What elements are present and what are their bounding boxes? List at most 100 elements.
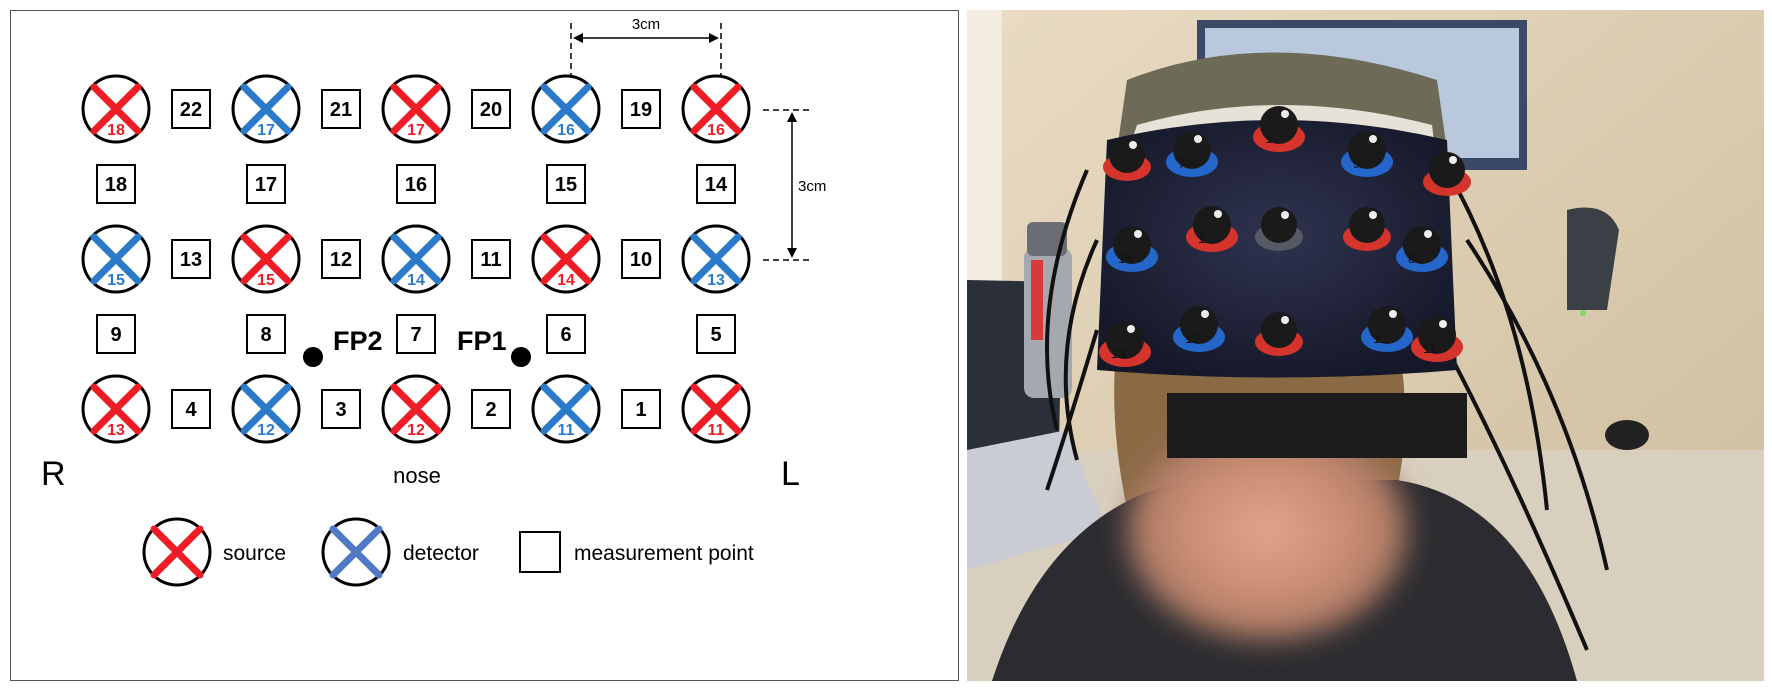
optode (1255, 207, 1303, 251)
dimension-horizontal-label: 3cm (632, 16, 660, 33)
detector-number: 17 (257, 122, 275, 139)
optode: 7 (1166, 131, 1218, 177)
legend: source detector measurement point (142, 517, 754, 587)
nose-label: nose (393, 463, 441, 488)
measurement-point: 7 (396, 314, 436, 354)
optode-label: 12 (1185, 331, 1199, 346)
optode-label: 1 (1373, 331, 1380, 346)
speaker (1567, 207, 1619, 310)
measurement-point-number: 20 (480, 99, 502, 121)
measurement-point-number: 19 (630, 99, 652, 121)
measurement-point: 2 (471, 389, 511, 429)
measurement-point-number: 13 (180, 249, 202, 271)
detector-probe: 12 (231, 374, 301, 444)
eye-censor-bar (1167, 393, 1467, 458)
optode-label: 1 (1198, 231, 1205, 246)
detector-probe: 16 (531, 74, 601, 144)
detector-number: 13 (707, 272, 725, 289)
detector-number: 14 (407, 272, 425, 289)
right-side-label: R (41, 455, 66, 493)
source-number: 12 (407, 422, 425, 439)
laptop-base (967, 430, 1107, 570)
optode (1103, 137, 1151, 181)
detector-probe: 13 (681, 224, 751, 294)
measurement-point-number: 17 (255, 174, 277, 196)
measurement-point: 16 (396, 164, 436, 204)
measurement-point-number: 21 (330, 99, 352, 121)
optode (1423, 152, 1471, 196)
fp2-label: FP2 (333, 326, 383, 356)
dimension-vertical: 3cm (763, 109, 826, 261)
measurement-point: 10 (621, 239, 661, 279)
measurement-point-number: 5 (710, 324, 721, 346)
measurement-point: 18 (96, 164, 136, 204)
source-probe: 11 (681, 374, 751, 444)
optode-label: 11 (1423, 341, 1437, 356)
source-probe: 13 (81, 374, 151, 444)
source-number: 14 (557, 272, 575, 289)
measurement-point-number: 8 (260, 324, 271, 346)
measurement-point-number: 1 (635, 399, 646, 421)
detector-probe: 14 (381, 224, 451, 294)
measurement-point: 3 (321, 389, 361, 429)
optode-label: 7 (1178, 156, 1185, 171)
measurement-point-number: 11 (480, 249, 501, 271)
source-probe: 12 (381, 374, 451, 444)
optode: 13 (1099, 321, 1151, 367)
detector-number: 12 (257, 422, 275, 439)
detector-probe: 15 (81, 224, 151, 294)
measurement-point: 19 (621, 89, 661, 129)
fp1-label: FP1 (457, 326, 507, 356)
legend-source-stroke (150, 525, 204, 579)
source-number: 13 (107, 422, 125, 439)
dimension-horizontal: 3cm (570, 16, 722, 81)
measurement-point-number: 10 (630, 249, 652, 271)
optode-label: 1 (1265, 131, 1272, 146)
optode-label: 8 (1408, 251, 1415, 266)
legend-detector-stroke (329, 525, 383, 579)
dimension-vertical-label: 3cm (798, 178, 826, 195)
measurement-point: 8 (246, 314, 286, 354)
detector-number: 15 (107, 272, 125, 289)
source-number: 16 (707, 122, 725, 139)
legend-measurement-symbol (519, 531, 561, 573)
legend-source-label: source (223, 542, 286, 565)
measurement-point-number: 15 (555, 174, 577, 196)
source-number: 11 (708, 422, 725, 439)
measurement-point-number: 3 (335, 399, 346, 421)
measurement-point-number: 16 (405, 174, 427, 196)
measurement-point-number: 12 (330, 249, 352, 271)
measurement-point: 5 (696, 314, 736, 354)
source-probe: 14 (531, 224, 601, 294)
optode-label: 9 (1353, 156, 1360, 171)
measurement-point-number: 14 (705, 174, 728, 196)
measurement-point: 20 (471, 89, 511, 129)
measurement-point: 21 (321, 89, 361, 129)
optode: 8 (1396, 226, 1448, 272)
measurement-point: 6 (546, 314, 586, 354)
fp1-dot (511, 347, 531, 367)
legend-detector-symbol (321, 517, 391, 587)
measurement-point: 4 (171, 389, 211, 429)
measurement-point-number: 4 (185, 399, 197, 421)
legend-measurement-label: measurement point (574, 542, 754, 565)
optode-label: 15 (1118, 251, 1132, 266)
measurement-point: 1 (621, 389, 661, 429)
face-blurred (1127, 420, 1407, 640)
detector-probe: 17 (231, 74, 301, 144)
source-number: 15 (257, 272, 275, 289)
source-probe: 16 (681, 74, 751, 144)
measurement-point: 11 (471, 239, 511, 279)
optode (1255, 312, 1303, 356)
optode: 11 (1411, 316, 1463, 362)
optode: 15 (1106, 226, 1158, 272)
detector-number: 16 (557, 122, 575, 139)
measurement-point-number: 18 (105, 174, 127, 196)
optode: 9 (1341, 131, 1393, 177)
measurement-point-number: 7 (410, 324, 421, 346)
